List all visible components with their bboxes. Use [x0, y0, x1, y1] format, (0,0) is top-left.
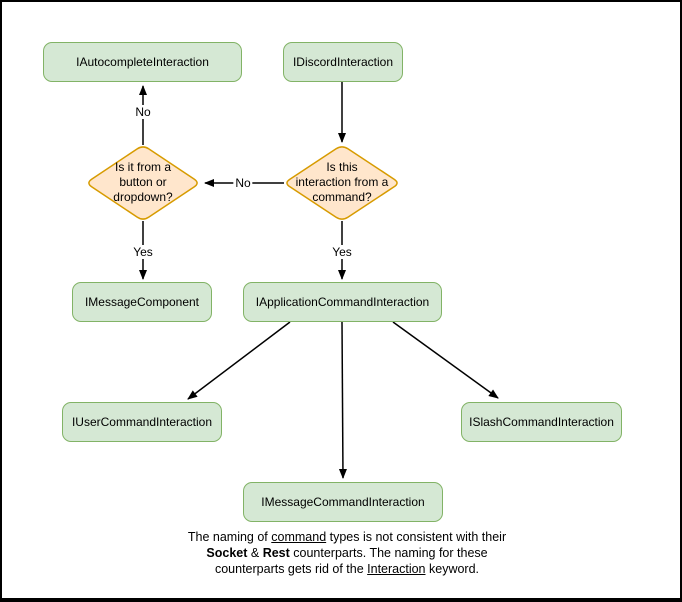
node-label: IApplicationCommandInteraction [255, 295, 430, 309]
decision-line: dropdown? [113, 190, 173, 204]
edge-label-yes-left: Yes [131, 245, 155, 259]
node-label: IMessageCommandInteraction [261, 495, 425, 509]
node-application-command-interaction: IApplicationCommandInteraction [243, 282, 442, 322]
decision-line: interaction from a [295, 175, 389, 189]
node-message-component: IMessageComponent [72, 282, 212, 322]
edge-label-yes-right: Yes [330, 245, 354, 259]
edge-label-no-horizontal: No [233, 176, 253, 190]
edge-application-to-user-command [187, 321, 291, 400]
decision-text-command: Is this interaction from a command? [287, 160, 397, 205]
edge-label-no-vertical: No [133, 105, 153, 119]
node-label: IUserCommandInteraction [71, 415, 213, 429]
node-user-command-interaction: IUserCommandInteraction [62, 402, 222, 442]
decision-diamond-component [88, 146, 198, 220]
decision-line: command? [312, 190, 372, 204]
node-label: ISlashCommandInteraction [469, 415, 614, 429]
node-autocomplete-interaction: IAutocompleteInteraction [43, 42, 242, 82]
node-slash-command-interaction: ISlashCommandInteraction [461, 402, 622, 442]
node-message-command-interaction: IMessageCommandInteraction [243, 482, 443, 522]
node-label: IAutocompleteInteraction [76, 55, 209, 69]
edge-application-to-message-command [338, 321, 347, 479]
edge-application-to-slash-command [392, 321, 499, 399]
naming-note: The naming of command types is not consi… [165, 529, 529, 577]
decision-text-component: Is it from a button or dropdown? [88, 160, 198, 205]
node-label: IDiscordInteraction [292, 55, 394, 69]
note-line-3: counterparts gets rid of the Interaction… [214, 562, 480, 576]
node-label: IMessageComponent [84, 295, 200, 309]
decision-diamond-command [286, 146, 398, 220]
node-discord-interaction: IDiscordInteraction [283, 42, 403, 82]
decision-line: Is this [326, 160, 358, 174]
note-line-1: The naming of command types is not consi… [187, 530, 507, 544]
note-line-2: Socket & Rest counterparts. The naming f… [206, 546, 488, 560]
decision-line: button or [119, 175, 167, 189]
decision-line: Is it from a [114, 160, 171, 174]
